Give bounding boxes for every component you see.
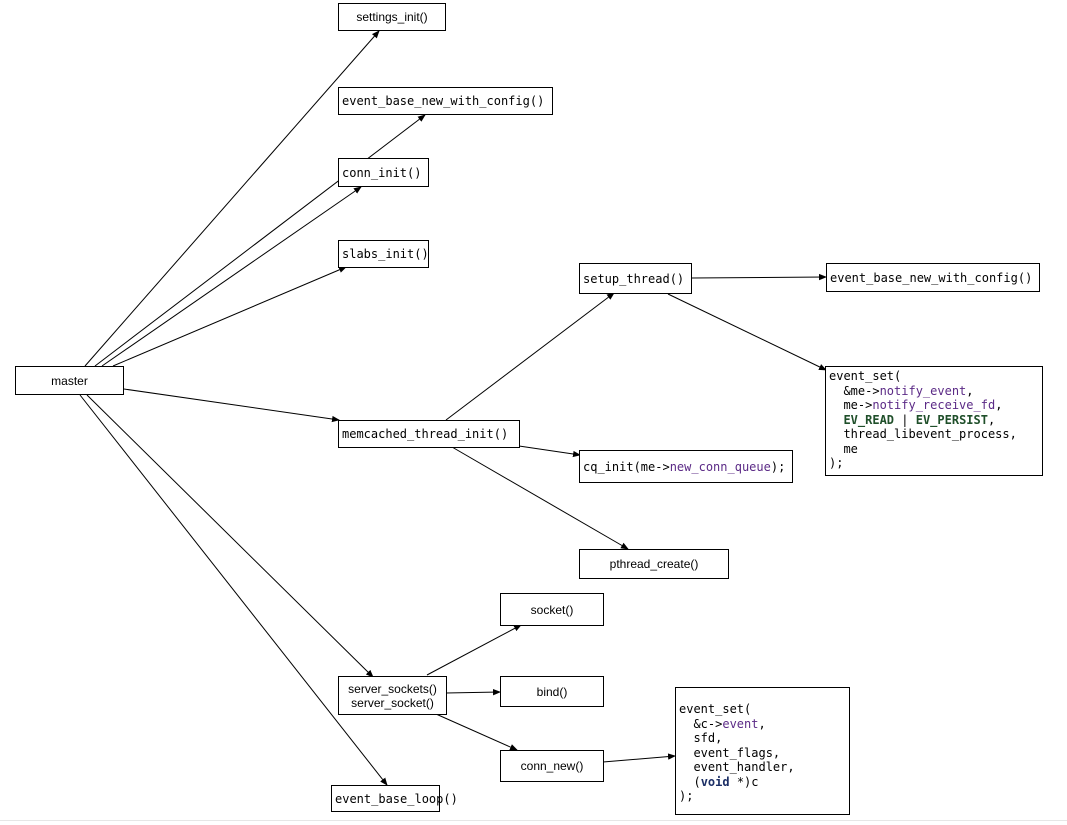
event-set-conn-line-6-suffix: *)c xyxy=(729,774,759,789)
node-settings-init-label: settings_init() xyxy=(356,10,428,24)
event-set-conn-line-3: sfd, xyxy=(679,731,723,745)
node-conn-init: conn_init() xyxy=(338,158,429,187)
event-set-conn-line-6: (void *)c xyxy=(679,775,849,790)
node-cq-init-suffix: ); xyxy=(770,459,786,474)
node-settings-init: settings_init() xyxy=(338,3,446,31)
event-set-notify-line-6: me xyxy=(829,441,858,456)
node-bind-label: bind() xyxy=(536,684,568,699)
node-event-set-notify: event_set( &me->notify_event, me->notify… xyxy=(825,366,1043,476)
node-pthread-create: pthread_create() xyxy=(579,549,729,579)
event-set-notify-line-3-field: notify_receive_fd xyxy=(872,398,996,412)
event-set-conn-line-2: &c->event, xyxy=(679,717,849,732)
event-set-conn-line-1: event_set( xyxy=(679,702,752,716)
event-set-conn-line-5: event_handler, xyxy=(679,760,795,774)
event-set-conn-line-6-indent: ( xyxy=(679,774,701,789)
event-set-notify-line-2-suffix: , xyxy=(966,383,974,398)
edge-server-sockets-conn-new xyxy=(435,713,518,751)
edge-master-settings-init xyxy=(84,30,380,367)
event-set-conn-line-2-suffix: , xyxy=(758,716,766,731)
event-set-notify-line-3: me->notify_receive_fd, xyxy=(829,398,1042,413)
node-event-base-new-with-config-2: event_base_new_with_config() xyxy=(826,263,1040,292)
node-bind: bind() xyxy=(500,676,604,707)
event-set-conn-line-2-prefix: &c-> xyxy=(679,716,723,731)
event-set-conn-line-4: event_flags, xyxy=(679,745,781,760)
event-set-conn-line-2-field: event xyxy=(722,716,759,731)
node-socket-label: socket() xyxy=(530,602,574,617)
event-set-notify-line-3-prefix: me-> xyxy=(829,398,873,412)
edge-thread-init-cq-init xyxy=(518,445,581,458)
edge-setup-thread-event-set xyxy=(667,293,827,371)
node-event-base-loop: event_base_loop() xyxy=(331,785,458,812)
event-set-conn-line-6-kw: void xyxy=(700,774,730,789)
node-socket: socket() xyxy=(500,593,604,626)
edge-server-sockets-bind xyxy=(445,688,501,696)
event-set-notify-line-4-kw2: EV_PERSIST xyxy=(915,412,988,427)
edge-conn-new-event-set xyxy=(602,753,676,763)
node-master-label: master xyxy=(51,373,88,388)
node-conn-new: conn_new() xyxy=(500,750,604,782)
node-cq-init-field: new_conn_queue xyxy=(669,459,771,474)
event-set-notify-line-3-suffix: , xyxy=(995,398,1003,412)
edge-master-event-base-loop xyxy=(79,394,388,786)
event-set-notify-line-2-field: notify_event xyxy=(879,383,967,398)
node-setup-thread-label: setup_thread() xyxy=(583,271,685,286)
node-cq-init: cq_init(me->new_conn_queue); xyxy=(579,450,793,483)
node-memcached-thread-init-label: memcached_thread_init() xyxy=(342,427,509,441)
node-server-sockets-line1: server_sockets() xyxy=(348,681,437,696)
edge-master-memcached-thread-init xyxy=(123,388,340,423)
event-set-notify-line-4: EV_READ | EV_PERSIST, xyxy=(829,413,1042,428)
event-set-notify-line-4-kw1: EV_READ xyxy=(843,412,895,427)
edge-thread-init-setup-thread xyxy=(445,292,615,421)
edge-master-slabs-init xyxy=(112,266,347,367)
footer-divider xyxy=(0,820,1067,821)
node-cq-init-prefix: cq_init(me-> xyxy=(583,459,670,474)
node-event-base-loop-label: event_base_loop() xyxy=(335,791,458,806)
node-slabs-init: slabs_init() xyxy=(338,240,429,268)
event-set-notify-line-4-suffix: , xyxy=(987,412,996,427)
node-event-base-new-with-config-2-label: event_base_new_with_config() xyxy=(830,270,1033,285)
event-set-conn-line-7: ); xyxy=(679,789,694,803)
edge-master-event-base-new-with-config xyxy=(94,114,426,367)
node-master: master xyxy=(15,366,124,395)
node-event-base-new-with-config-1-label: event_base_new_with_config() xyxy=(342,94,545,108)
edge-master-conn-init xyxy=(101,186,362,367)
node-slabs-init-label: slabs_init() xyxy=(342,247,429,261)
node-conn-init-label: conn_init() xyxy=(342,165,422,180)
event-set-notify-line-2-prefix: &me-> xyxy=(829,383,880,398)
event-set-notify-line-4-indent xyxy=(829,413,843,427)
event-set-notify-line-1: event_set( xyxy=(829,369,902,383)
node-server-sockets: server_sockets() server_socket() xyxy=(338,676,447,715)
edge-server-sockets-socket xyxy=(426,624,522,676)
edge-setup-thread-event-base-new xyxy=(691,273,827,281)
node-event-base-new-with-config-1: event_base_new_with_config() xyxy=(338,87,553,115)
node-pthread-create-label: pthread_create() xyxy=(609,557,699,571)
edge-thread-init-pthread-create xyxy=(451,446,629,550)
event-set-notify-line-4-op: | xyxy=(894,412,916,427)
event-set-notify-line-2: &me->notify_event, xyxy=(829,384,1042,399)
node-setup-thread: setup_thread() xyxy=(579,263,692,294)
edge-master-server-sockets xyxy=(86,394,374,678)
node-memcached-thread-init: memcached_thread_init() xyxy=(338,420,520,448)
node-server-sockets-line2: server_socket() xyxy=(351,695,434,710)
event-set-notify-line-7: ); xyxy=(829,456,844,470)
node-conn-new-label: conn_new() xyxy=(520,759,584,773)
event-set-notify-line-5: thread_libevent_process, xyxy=(829,427,1017,441)
node-event-set-conn: event_set( &c->event, sfd, event_flags, … xyxy=(675,687,850,815)
